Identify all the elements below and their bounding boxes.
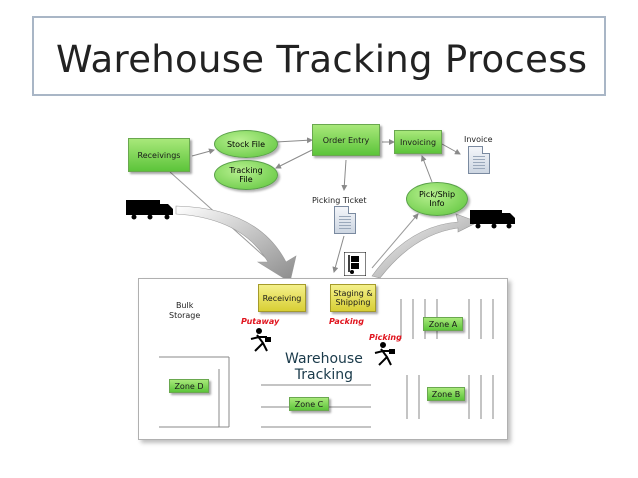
arrow-orderentry-pickingticket	[341, 159, 348, 191]
node-invoicing-label: Invoicing	[399, 137, 437, 147]
worker-putaway-icon	[250, 328, 271, 352]
node-receivings-label: Receivings	[137, 150, 181, 160]
zone-d-label: Zone D	[174, 381, 204, 391]
node-stock-file-label: Stock File	[226, 139, 266, 149]
node-pick-ship-info: Pick/Ship Info	[406, 182, 468, 216]
worker-picking-icon	[374, 342, 395, 366]
zone-b-label: Zone B	[431, 389, 461, 399]
zone-a-label: Zone A	[428, 319, 458, 329]
arrow-orderentry-trackingfile	[275, 149, 313, 169]
zone-d: Zone D	[169, 379, 209, 393]
zone-c-label: Zone C	[294, 399, 324, 409]
bulk-storage-label: Bulk Storage	[169, 301, 200, 321]
title-box: Warehouse Tracking Process	[32, 16, 606, 96]
node-pick-ship-line1: Pick/Ship	[418, 190, 456, 199]
arrow-invoicing-invoice	[441, 143, 461, 155]
node-order-entry-label: Order Entry	[322, 135, 370, 145]
warehouse-floor: Bulk Storage Putaway Packing Picking War…	[138, 278, 508, 440]
arrow-pickingticket-staging	[332, 235, 345, 273]
truck-outbound-icon	[470, 210, 515, 229]
big-arrow-inbound	[175, 205, 297, 283]
invoice-document-icon	[468, 146, 490, 174]
warehouse-tracking-title: Warehouse Tracking	[285, 351, 363, 383]
arrow-pickship-invoicing	[420, 155, 433, 183]
node-invoicing: Invoicing	[394, 130, 442, 154]
page-title: Warehouse Tracking Process	[56, 38, 588, 81]
zone-c: Zone C	[289, 397, 329, 411]
packing-label: Packing	[329, 317, 364, 326]
node-tracking-file-line1: Tracking	[229, 166, 263, 175]
node-tracking-file: Tracking File	[214, 160, 278, 190]
picking-label: Picking	[369, 333, 402, 342]
node-stock-file: Stock File	[214, 130, 278, 158]
node-order-entry: Order Entry	[312, 124, 380, 156]
picking-ticket-label: Picking Ticket	[312, 196, 367, 205]
node-staging-line2: Shipping	[335, 298, 371, 307]
bulk-storage-line2: Storage	[169, 311, 201, 320]
node-receiving-label: Receiving	[262, 293, 302, 303]
invoice-label: Invoice	[464, 135, 493, 144]
arrow-stockfile-orderentry	[275, 137, 313, 144]
node-tracking-file-line2: File	[239, 175, 253, 184]
node-staging-shipping: Staging & Shipping	[330, 284, 376, 312]
arrow-staging-pickship	[371, 213, 419, 269]
putaway-label: Putaway	[241, 317, 280, 326]
picking-ticket-document-icon	[334, 206, 356, 234]
hand-truck-icon	[344, 252, 366, 276]
zone-a: Zone A	[423, 317, 463, 331]
node-pick-ship-line2: Info	[429, 199, 445, 208]
zone-b: Zone B	[427, 387, 465, 401]
node-receivings: Receivings	[128, 138, 190, 172]
arrow-receivings-stockfile	[191, 148, 215, 157]
warehouse-tracking-line1: Warehouse	[285, 351, 363, 367]
node-staging-line1: Staging &	[333, 289, 373, 298]
truck-inbound-icon	[126, 200, 173, 220]
big-arrow-outbound	[371, 213, 479, 279]
bulk-storage-line1: Bulk	[175, 301, 194, 310]
warehouse-tracking-line2: Tracking	[294, 367, 354, 383]
node-receiving: Receiving	[258, 284, 306, 312]
